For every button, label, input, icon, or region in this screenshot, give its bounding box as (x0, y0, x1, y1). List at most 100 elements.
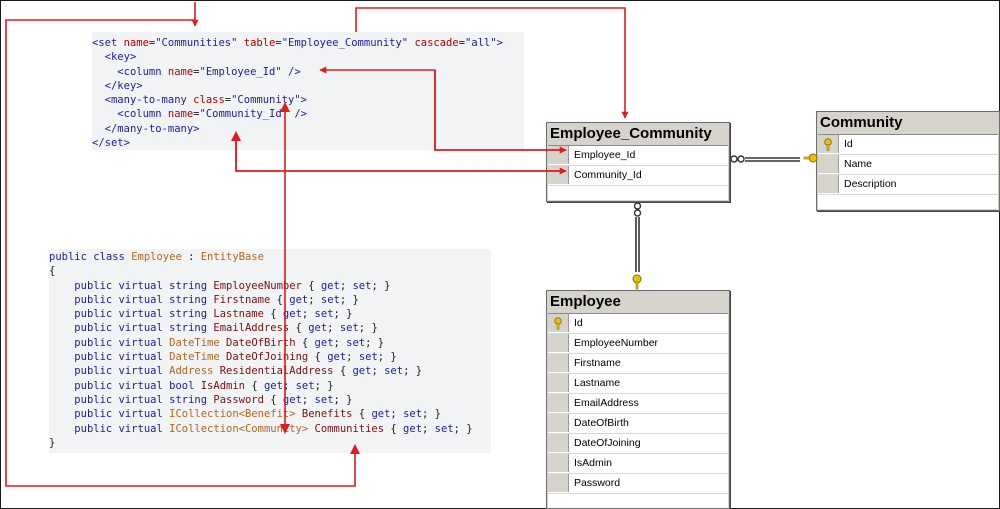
row-selector[interactable] (548, 354, 569, 372)
arrow-head-up-communities-property (350, 444, 360, 454)
code-token: <many-to-many (104, 94, 194, 107)
row-selector[interactable] (548, 434, 569, 452)
code-line: public virtual DateTime DateOfJoining { … (49, 350, 491, 364)
code-token: set (358, 351, 378, 364)
arrow-join-employee-id-to-xml (319, 66, 566, 151)
row-selector[interactable] (818, 155, 839, 173)
row-selector[interactable] (548, 454, 569, 472)
row-selector[interactable] (818, 135, 839, 153)
code-line: public virtual Address ResidentialAddres… (49, 364, 491, 378)
code-token: ; } (422, 408, 441, 421)
code-token: { (384, 422, 404, 435)
code-line: public virtual string EmailAddress { get… (49, 321, 491, 335)
column-name: EmployeeNumber (574, 337, 659, 349)
code-token: get (352, 365, 372, 378)
code-token: public class (49, 251, 132, 263)
code-line: </many-to-many> (92, 122, 524, 136)
code-token: = (193, 108, 200, 121)
code-token: ; (301, 308, 315, 321)
code-token: public virtual string (74, 393, 214, 406)
code-line: <many-to-many class="Community"> (92, 93, 524, 107)
column-name: IsAdmin (574, 457, 612, 469)
arrow-head-up-many-to-many (280, 102, 290, 112)
table-title: Community (820, 114, 903, 131)
code-token: DateTime (169, 351, 220, 364)
code-line: public virtual ICollection<Benefit> Bene… (49, 407, 491, 421)
column-row[interactable]: EmployeeNumber (548, 334, 728, 354)
code-token: ; } (403, 365, 423, 378)
code-token: = (275, 37, 282, 49)
column-row[interactable]: Password (548, 474, 728, 494)
code-token: <column (117, 65, 168, 78)
code-token: set (352, 279, 372, 292)
code-token: "Community" (231, 94, 301, 107)
code-token: { (289, 322, 309, 335)
arrow-employee-id-column (434, 70, 567, 154)
row-selector[interactable] (548, 374, 569, 392)
code-token: table (243, 37, 276, 49)
code-token: get (282, 393, 302, 406)
many-end-icon (730, 155, 738, 163)
code-token: public virtual string (74, 308, 214, 321)
code-token: DateOfJoining (226, 351, 309, 364)
empty-row (818, 195, 998, 209)
xml-mapping-code: <set name="Communities" table="Employee_… (92, 32, 524, 150)
column-name: Community_Id (574, 169, 642, 181)
code-token: > (496, 37, 503, 49)
code-token: ResidentialAddress (219, 365, 334, 378)
code-token: public virtual string (74, 293, 214, 306)
code-token: public virtual (74, 408, 170, 421)
column-row[interactable]: IsAdmin (548, 454, 728, 474)
column-row[interactable]: Name (818, 155, 998, 175)
empty-row (548, 494, 728, 508)
code-token: ; (371, 365, 385, 378)
code-token: set (314, 393, 334, 406)
code-token: get (327, 351, 347, 364)
arrow-communities-property-to-set (5, 19, 356, 487)
code-token: /> (294, 108, 307, 121)
code-token: EntityBase (200, 251, 264, 263)
column-row[interactable]: Firstname (548, 354, 728, 374)
code-token: public virtual (74, 365, 170, 378)
column-row[interactable]: EmailAddress (548, 394, 728, 414)
code-line: <column name="Employee_Id" /> (92, 65, 524, 79)
row-selector[interactable] (548, 334, 569, 352)
code-token: </many-to-many> (104, 122, 200, 135)
row-selector[interactable] (818, 175, 839, 193)
empty-row (548, 186, 728, 200)
code-token: Communities (314, 422, 385, 435)
code-token: ; } (314, 379, 334, 392)
code-token: Password (213, 393, 264, 406)
code-token: public virtual string (74, 322, 214, 335)
code-token: = (148, 37, 156, 49)
row-selector[interactable] (548, 414, 569, 432)
row-selector[interactable] (548, 314, 569, 332)
code-line: <set name="Communities" table="Employee_… (92, 36, 524, 50)
code-token: } (49, 436, 56, 449)
column-row[interactable]: Id (548, 314, 728, 334)
column-row[interactable]: DateOfJoining (548, 434, 728, 454)
code-line: <column name="Community_Id" /> (92, 107, 524, 121)
code-token: <key> (104, 51, 137, 64)
row-selector[interactable] (548, 474, 569, 492)
code-token: /> (288, 65, 301, 78)
code-token: ; } (371, 279, 391, 292)
code-line: </key> (92, 79, 524, 93)
code-token: ; (339, 279, 353, 292)
column-row[interactable]: DateOfBirth (548, 414, 728, 434)
row-selector[interactable] (548, 394, 569, 412)
code-token: { (352, 408, 372, 421)
column-row[interactable]: Description (818, 175, 998, 195)
code-token: Benefits (301, 408, 353, 421)
column-row[interactable]: Id (818, 135, 998, 155)
code-token: set (403, 408, 423, 421)
column-name: Description (844, 178, 897, 190)
code-token: { (270, 293, 290, 306)
column-row[interactable]: Lastname (548, 374, 728, 394)
code-token: "all" (465, 37, 497, 49)
code-line: public class Employee : EntityBase (49, 250, 491, 264)
